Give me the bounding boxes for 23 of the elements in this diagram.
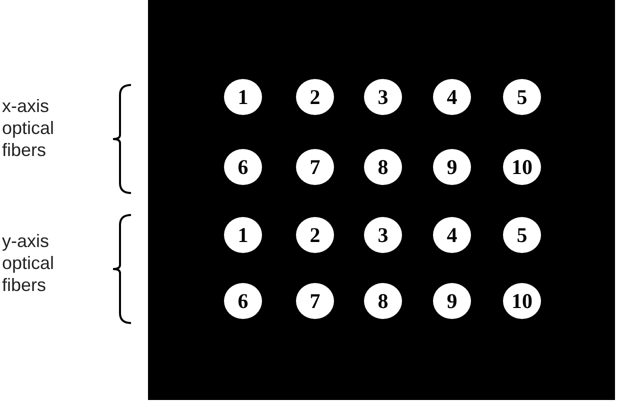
fiber-circle: 1 <box>224 217 262 253</box>
fiber-circle: 3 <box>364 79 402 115</box>
fiber-circle: 1 <box>224 79 262 115</box>
fiber-circle: 4 <box>433 217 471 253</box>
fiber-circle: 6 <box>224 149 262 185</box>
fiber-circle: 9 <box>433 283 471 319</box>
panel-background <box>148 0 615 400</box>
fiber-circle: 5 <box>503 217 541 253</box>
fiber-circle: 2 <box>296 79 334 115</box>
fiber-circle: 6 <box>224 283 262 319</box>
fiber-circle: 4 <box>433 79 471 115</box>
fiber-circle: 7 <box>296 149 334 185</box>
fiber-circle: 10 <box>503 283 541 319</box>
axis-label: x-axis optical fibers <box>2 95 56 161</box>
fiber-circle: 9 <box>433 149 471 185</box>
fiber-circle: 2 <box>296 217 334 253</box>
axis-label: y-axis optical fibers <box>2 230 56 296</box>
fiber-circle: 8 <box>364 149 402 185</box>
fiber-circle: 5 <box>503 79 541 115</box>
fiber-circle: 7 <box>296 283 334 319</box>
fiber-circle: 8 <box>364 283 402 319</box>
fiber-circle: 3 <box>364 217 402 253</box>
fiber-circle: 10 <box>503 149 541 185</box>
